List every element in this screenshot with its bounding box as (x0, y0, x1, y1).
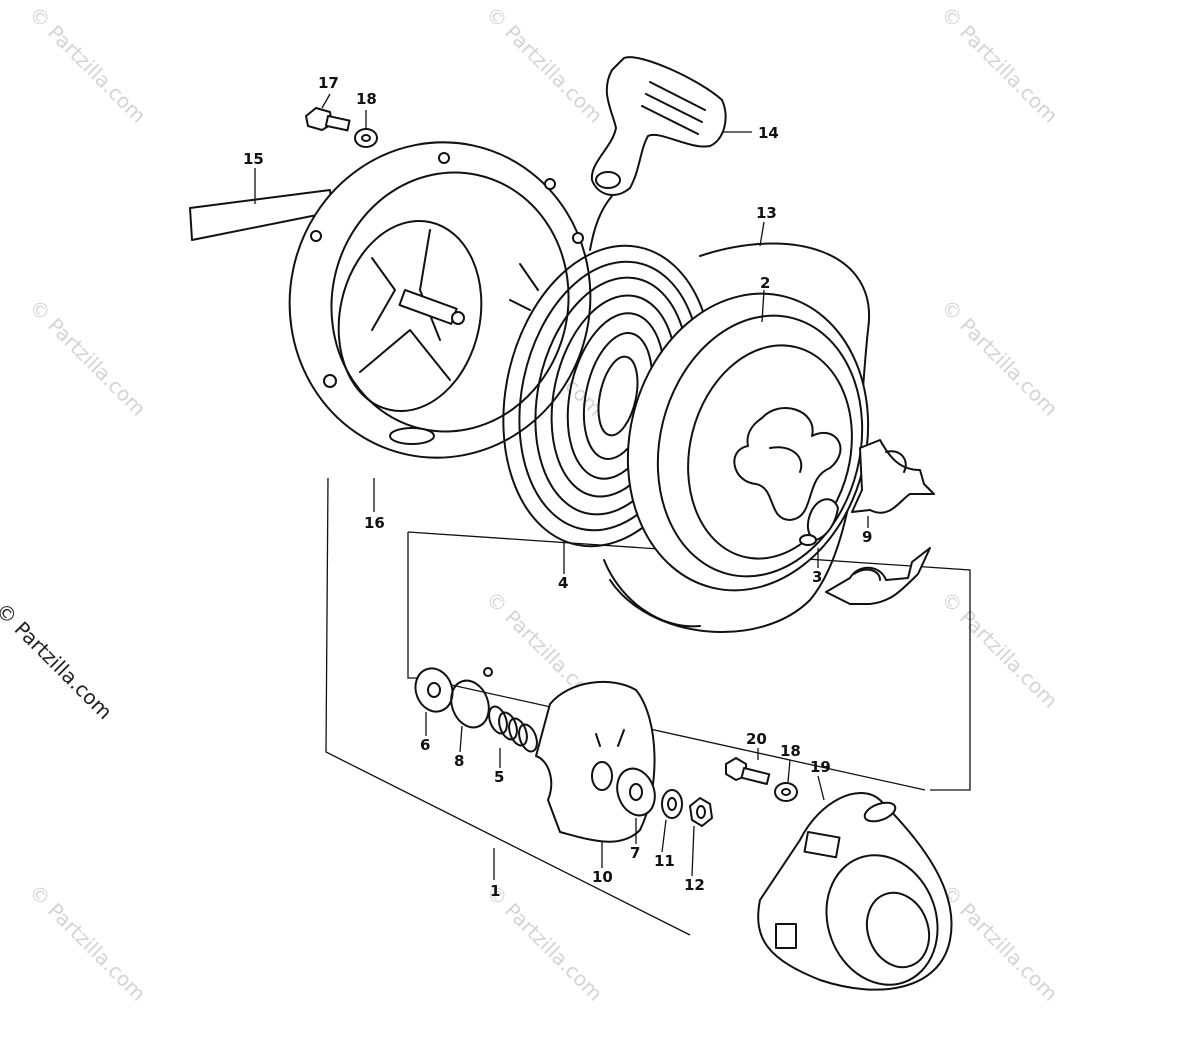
callout-12: 12 (684, 876, 705, 894)
part-17-bolt (305, 107, 351, 132)
callout-9: 9 (862, 528, 872, 546)
watermark: © Partzilla.com (936, 295, 1062, 421)
part-11-lock-washer (661, 789, 683, 819)
callout-16: 16 (364, 514, 385, 532)
assembly-bracket-lines (325, 477, 971, 936)
part-12-nut (689, 797, 713, 827)
part-18-washer-bottom (774, 782, 798, 802)
part-5-spring (488, 705, 538, 753)
watermark: © Partzilla.com (24, 2, 150, 128)
callout-17: 17 (318, 74, 339, 92)
callout-3: 3 (812, 568, 822, 586)
part-19-cover (757, 792, 953, 991)
part-6-washer (414, 667, 454, 713)
callout-18: 18 (356, 90, 377, 108)
part-16-starter-housing (288, 141, 592, 459)
callout-6: 6 (420, 736, 430, 754)
callout-2: 2 (760, 274, 770, 292)
callout-1: 1 (490, 882, 500, 900)
watermark: © Partzilla.com (936, 880, 1062, 1006)
watermark: © Partzilla.com (481, 2, 607, 128)
callout-14: 14 (758, 124, 779, 142)
callout-15: 15 (243, 150, 264, 168)
leader-lines (254, 93, 869, 880)
watermark: © Partzilla.com (936, 2, 1062, 128)
part-18-washer-top (354, 128, 378, 148)
callout-19: 19 (810, 758, 831, 776)
part-20-bolt (725, 757, 771, 785)
callout-5: 5 (494, 768, 504, 786)
callout-11: 11 (654, 852, 675, 870)
callout-18: 18 (780, 742, 801, 760)
callout-8: 8 (454, 752, 464, 770)
part-10-friction-plate (535, 680, 656, 843)
watermark: © Partzilla.com (24, 880, 150, 1006)
callout-10: 10 (592, 868, 613, 886)
part-9-clips (825, 439, 935, 605)
part-3-pawl (799, 498, 839, 546)
watermark: © Partzilla.com (24, 295, 150, 421)
callout-numbers: 17 18 15 14 13 2 16 4 9 3 6 8 5 10 7 11 … (243, 74, 872, 900)
watermark: © Partzilla.com (936, 587, 1062, 713)
callout-13: 13 (756, 204, 777, 222)
part-2-reel (626, 292, 870, 592)
part-8-snap-ring (450, 667, 493, 729)
callout-7: 7 (630, 844, 640, 862)
part-7-washer (616, 767, 656, 817)
callout-4: 4 (558, 574, 568, 592)
callout-20: 20 (746, 730, 767, 748)
part-14-starter-handle (589, 56, 727, 251)
